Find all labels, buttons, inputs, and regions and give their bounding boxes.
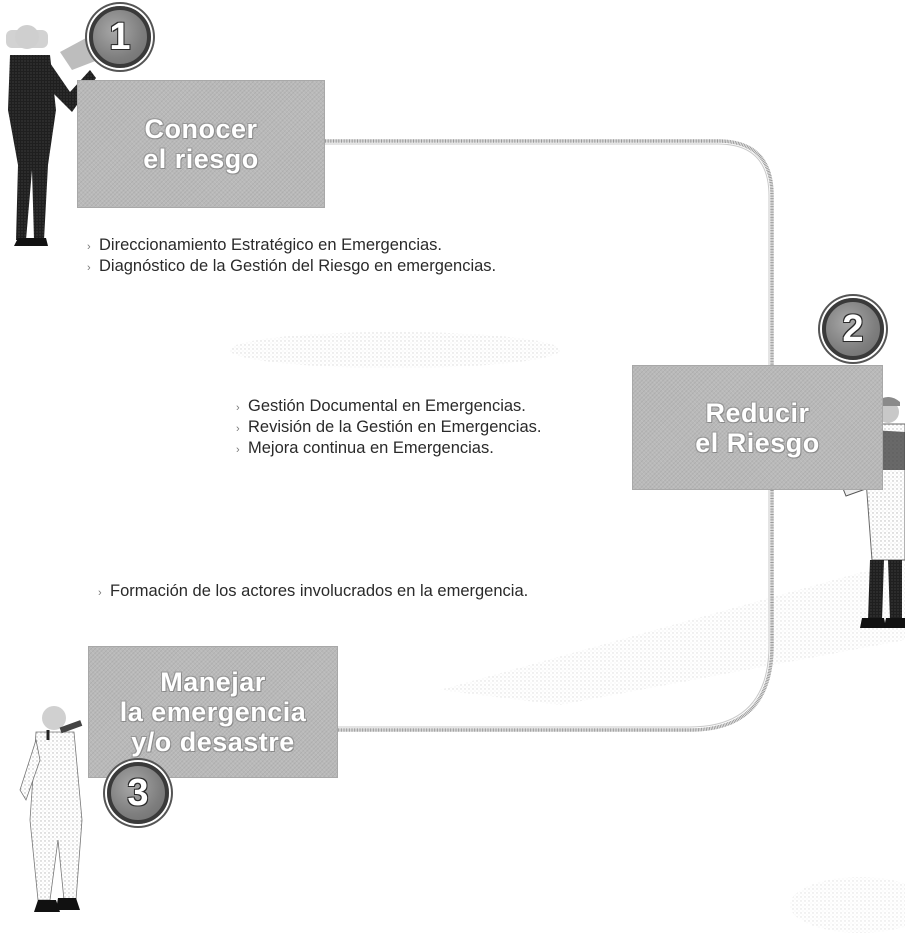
list-item-text: Direccionamiento Estratégico en Emergenc… — [99, 236, 442, 254]
connector-line-edge — [325, 143, 770, 728]
list-item: › Diagnóstico de la Gestión del Riesgo en… — [87, 257, 496, 278]
step-2-number-badge: 2 — [822, 298, 884, 360]
step-3-box: Manejar la emergencia y/o desastre — [88, 646, 338, 778]
person-in-white-coat-icon — [19, 706, 83, 912]
bullet-icon: › — [236, 423, 240, 435]
bullet-icon: › — [98, 587, 102, 599]
step-2-items: › Gestión Documental en Emergencias. › Rev… — [236, 397, 542, 460]
list-item: › Direccionamiento Estratégico en Emergen… — [87, 236, 496, 257]
connector-line — [325, 139, 774, 732]
ground-shadow-center — [230, 332, 560, 368]
step-1-label: Conocer el riesgo — [143, 114, 259, 174]
step-1-number-badge: 1 — [89, 6, 151, 68]
step-3-number-badge: 3 — [107, 762, 169, 824]
step-2-box: Reducir el Riesgo — [632, 365, 883, 490]
list-item: › Mejora continua en Emergencias. — [236, 439, 542, 460]
bullet-icon: › — [236, 444, 240, 456]
step-1-items: › Direccionamiento Estratégico en Emergen… — [87, 236, 496, 278]
list-item-text: Mejora continua en Emergencias. — [248, 439, 494, 457]
list-item: › Revisión de la Gestión en Emergencias. — [236, 418, 542, 439]
ground-shadow-right — [440, 560, 905, 705]
list-item-text: Revisión de la Gestión en Emergencias. — [248, 418, 542, 436]
step-1-number: 1 — [109, 15, 131, 58]
ground-shadow-corner — [790, 877, 905, 933]
step-2-label: Reducir el Riesgo — [695, 397, 820, 458]
person-with-megaphone-icon — [6, 25, 98, 246]
step-3-number: 3 — [127, 771, 149, 814]
bullet-icon: › — [236, 402, 240, 414]
list-item: › Gestión Documental en Emergencias. — [236, 397, 542, 418]
list-item: › Formación de los actores involucrados e… — [98, 582, 528, 603]
step-1-box: Conocer el riesgo — [77, 80, 325, 208]
bullet-icon: › — [87, 241, 91, 253]
list-item-text: Gestión Documental en Emergencias. — [248, 397, 526, 415]
step-3-label: Manejar la emergencia y/o desastre — [119, 667, 307, 757]
step-2-number: 2 — [842, 307, 864, 350]
bullet-icon: › — [87, 262, 91, 274]
list-item-text: Formación de los actores involucrados en… — [110, 582, 529, 600]
list-item-text: Diagnóstico de la Gestión del Riesgo en … — [99, 257, 497, 275]
step-3-items: › Formación de los actores involucrados e… — [98, 582, 528, 603]
